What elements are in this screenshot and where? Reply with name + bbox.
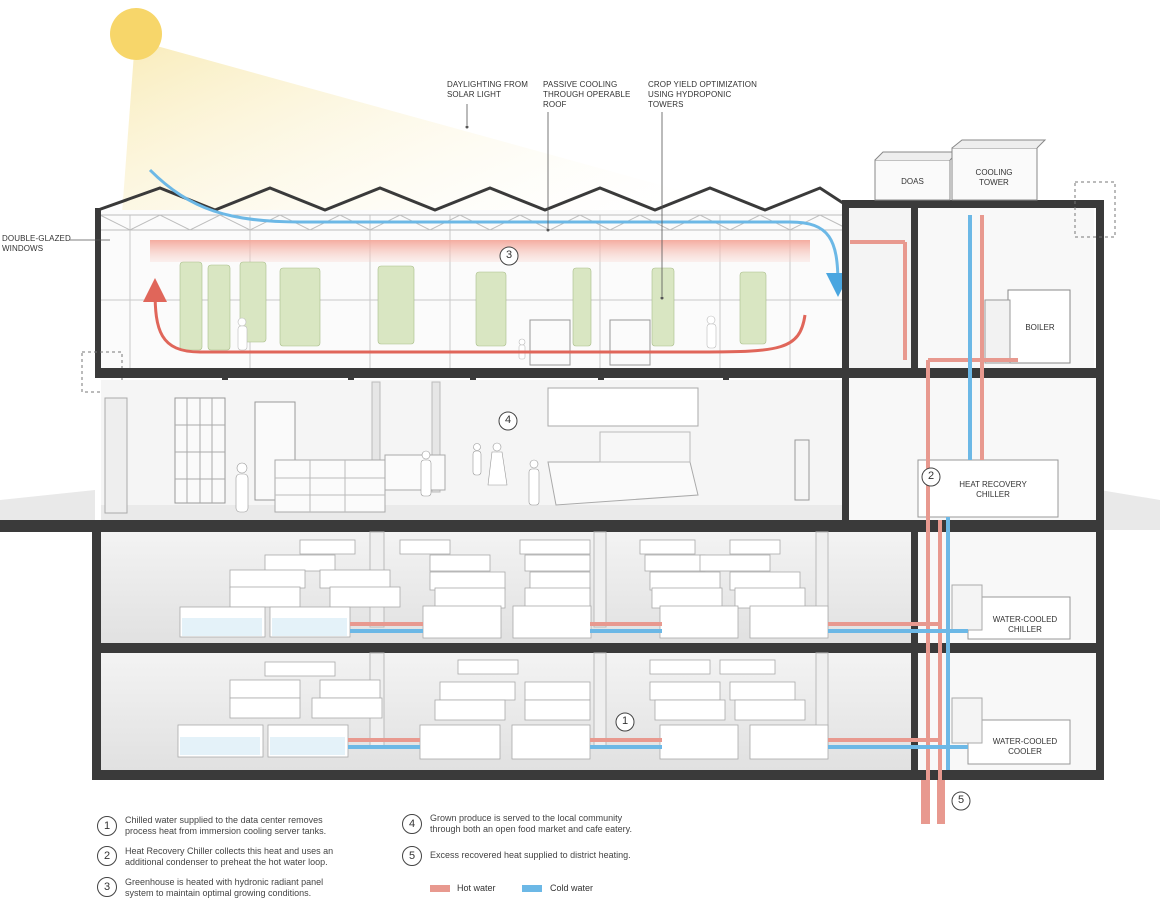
label-heat-recovery-chiller: HEAT RECOVERY CHILLER xyxy=(950,480,1036,500)
legend-num-5: 5 xyxy=(402,846,422,866)
slab-base xyxy=(92,770,1100,780)
marker-1: 1 xyxy=(617,716,633,726)
marker-3: 3 xyxy=(501,250,517,260)
slab-ground xyxy=(0,520,1100,532)
annotation-daylighting: DAYLIGHTING FROM SOLAR LIGHT xyxy=(447,80,537,100)
label-doas: DOAS xyxy=(885,177,940,187)
marker-2: 2 xyxy=(923,471,939,481)
hot-water-swatch xyxy=(430,885,450,892)
cold-water-swatch xyxy=(522,885,542,892)
label-boiler: BOILER xyxy=(1015,323,1065,333)
market-level xyxy=(101,380,842,520)
legend-num-3: 3 xyxy=(97,877,117,897)
sun-icon xyxy=(110,8,162,60)
legend-num-1: 1 xyxy=(97,816,117,836)
legend-text-2: Heat Recovery Chiller collects this heat… xyxy=(125,846,350,868)
hot-water-label: Hot water xyxy=(457,883,496,894)
label-water-cooled-cooler: WATER-COOLED COOLER xyxy=(985,737,1065,757)
slab-level-2 xyxy=(95,368,1100,378)
district-heating-pipe xyxy=(921,780,929,824)
cold-water-label: Cold water xyxy=(550,883,593,894)
annotation-double-glazed: DOUBLE-GLAZED WINDOWS xyxy=(2,234,72,254)
label-cooling-tower: COOLING TOWER xyxy=(963,168,1025,188)
legend-text-4: Grown produce is served to the local com… xyxy=(430,813,655,835)
annotation-crop-yield: CROP YIELD OPTIMIZATION USING HYDROPONIC… xyxy=(648,80,758,110)
legend-text-5: Excess recovered heat supplied to distri… xyxy=(430,850,660,861)
data-center-levels xyxy=(92,532,911,780)
label-water-cooled-chiller: WATER-COOLED CHILLER xyxy=(985,615,1065,635)
legend-num-2: 2 xyxy=(97,846,117,866)
marker-4: 4 xyxy=(500,415,516,425)
legend-text-1: Chilled water supplied to the data cente… xyxy=(125,815,350,837)
legend-text-3: Greenhouse is heated with hydronic radia… xyxy=(125,877,350,899)
legend-num-4: 4 xyxy=(402,814,422,834)
marker-5: 5 xyxy=(953,795,969,805)
annotation-passive-cooling: PASSIVE COOLING THROUGH OPERABLE ROOF xyxy=(543,80,633,110)
radiant-panel xyxy=(150,240,810,262)
